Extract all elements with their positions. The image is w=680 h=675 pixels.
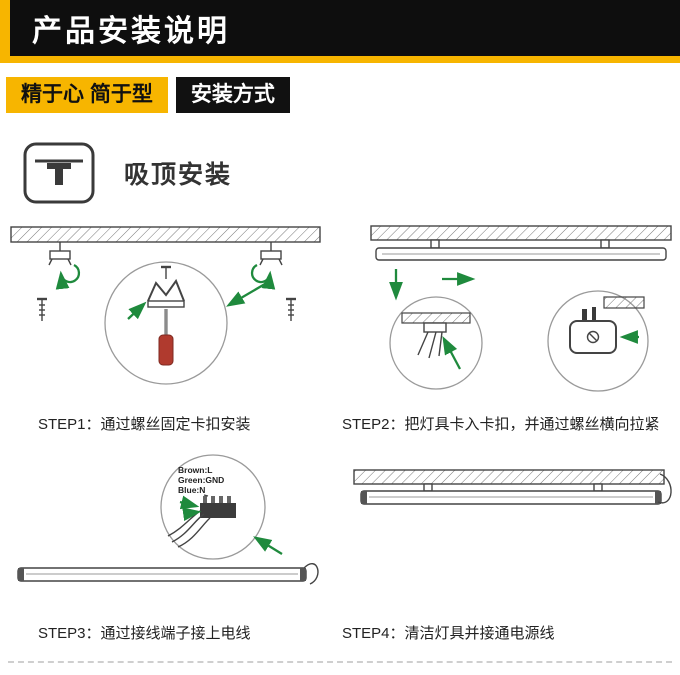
step3-diagram: Brown:L Green:GND Blue:N [17, 454, 319, 585]
header-banner: 产品安装说明 [0, 0, 680, 56]
step4-caption: STEP4：清洁灯具并接通电源线 [342, 625, 555, 643]
step3-figure: Brown:L Green:GND Blue:N STEP3：通过接线端子接上电… [8, 450, 326, 643]
screw-icon [161, 266, 171, 280]
clip-right [259, 242, 283, 266]
clip-with-wires [417, 322, 447, 359]
clip-left [48, 242, 72, 266]
light-fixture [360, 490, 662, 505]
step2-diagram [370, 225, 672, 392]
badge-row: 精于心 简于型 安装方式 [6, 77, 680, 114]
green-arrow-icon [250, 264, 276, 290]
ceiling [10, 226, 321, 243]
green-arrow-icon [127, 301, 147, 321]
ceiling-detail [603, 296, 645, 309]
clip-detail [147, 279, 185, 308]
step4-diagram [353, 469, 672, 505]
leader-line [203, 494, 209, 497]
wire-label-brown: Brown:L [178, 465, 212, 475]
green-arrow-icon [442, 336, 462, 370]
power-wire [303, 563, 319, 585]
clip [423, 483, 433, 492]
green-arrow-icon [182, 507, 202, 522]
screw-icon [37, 298, 47, 322]
steps-grid: STEP1：通过螺丝固定卡扣安装 [0, 211, 680, 643]
step3-caption: STEP3：通过接线端子接上电线 [38, 625, 251, 643]
power-wire [657, 473, 672, 504]
step1-figure: STEP1：通过螺丝固定卡扣安装 [8, 221, 326, 434]
step2-caption: STEP2：把灯具卡入卡扣，并通过螺丝横向拉紧 [342, 416, 660, 434]
wire-labels: Brown:L Green:GND Blue:N [178, 465, 224, 495]
section-badge: 安装方式 [175, 77, 290, 114]
ceiling [370, 225, 672, 241]
magnifier-circle [389, 296, 483, 390]
ceiling-clip-icon [23, 142, 95, 204]
slogan-badge: 精于心 简于型 [6, 77, 168, 114]
mount-type-row: 吸顶安装 [22, 141, 680, 205]
wire-label-green: Green:GND [178, 475, 224, 485]
wire-label-blue: Blue:N [178, 485, 205, 495]
screwdriver-icon [158, 309, 174, 366]
screw-icon [286, 298, 296, 322]
green-arrow-icon [179, 495, 200, 510]
ceiling [353, 469, 665, 485]
banner-accent-bar [0, 0, 10, 56]
light-fixture [17, 567, 307, 582]
light-fixture [375, 247, 667, 261]
clip [600, 239, 610, 249]
step2-figure: STEP2：把灯具卡入卡扣，并通过螺丝横向拉紧 [336, 221, 680, 434]
mount-type-label: 吸顶安装 [124, 161, 233, 190]
green-arrow-icon [253, 536, 283, 556]
green-arrow-icon [226, 280, 271, 307]
step4-figure: STEP4：清洁灯具并接通电源线 [336, 450, 680, 643]
green-arrow-icon [55, 264, 81, 290]
clip [593, 483, 603, 492]
terminal-block [200, 496, 236, 519]
banner-underline [0, 56, 680, 63]
bracket-detail [569, 307, 617, 355]
step1-diagram [10, 226, 321, 385]
clip [430, 239, 440, 249]
bottom-dashed-divider [8, 661, 672, 664]
page-title: 产品安装说明 [32, 15, 230, 48]
step1-caption: STEP1：通过螺丝固定卡扣安装 [38, 416, 251, 434]
ceiling-detail [401, 312, 471, 324]
